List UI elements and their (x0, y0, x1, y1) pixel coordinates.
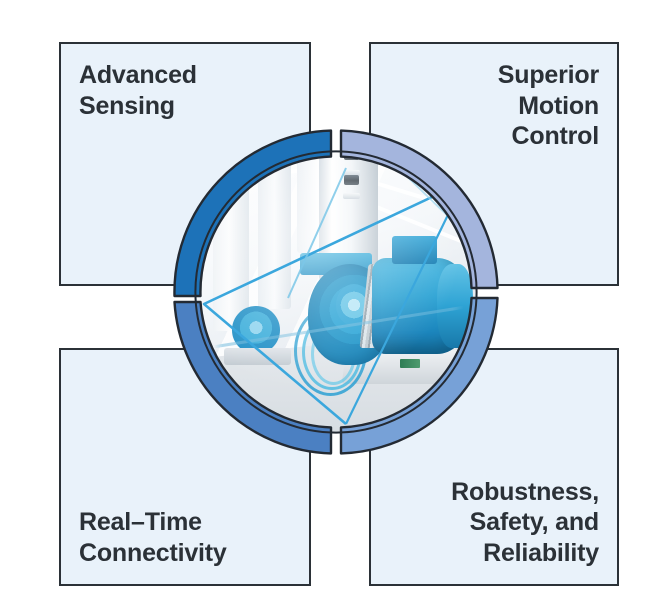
arc-robustness-safety-reliability[interactable] (339, 296, 499, 455)
panel-label-real-time-connectivity: Real–Time Connectivity (79, 508, 227, 567)
photo-pump-flange (342, 193, 361, 200)
photo-pump-band (344, 174, 359, 185)
panel-label-advanced-sensing: Advanced Sensing (79, 61, 197, 120)
arc-real-time-connectivity[interactable] (173, 300, 333, 455)
photo-motor-terminal-box (392, 236, 437, 264)
arc-superior-motion-control[interactable] (339, 129, 499, 290)
photo-equipment-tag (400, 359, 420, 368)
panel-robustness-safety-reliability[interactable]: Robustness, Safety, and Reliability (369, 348, 619, 586)
panel-real-time-connectivity[interactable]: Real–Time Connectivity (59, 348, 311, 586)
panel-label-robustness-safety-reliability: Robustness, Safety, and Reliability (451, 477, 599, 567)
quadrant-ring (170, 126, 502, 458)
photo-pump-flange (342, 170, 361, 176)
photo-secondary-pump-base (224, 348, 292, 365)
photo-secondary-pump (232, 306, 280, 354)
panel-label-superior-motion-control: Superior Motion Control (497, 61, 599, 150)
photo-disc-outline (194, 150, 478, 434)
arc-advanced-sensing[interactable] (173, 129, 333, 298)
